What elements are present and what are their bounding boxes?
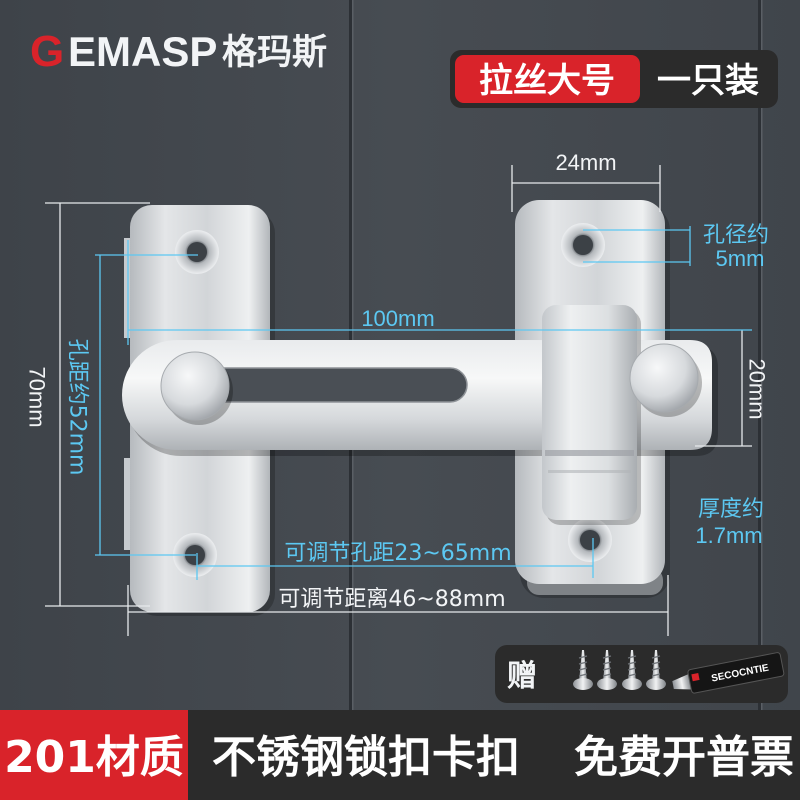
badge-red-segment [455,55,640,103]
plate-width-label: 24mm [555,150,616,175]
screw-icon [573,650,593,690]
footer-red-block [0,710,188,800]
gift-label: 赠 [507,659,537,694]
catch-block [542,305,641,525]
door-seam [758,0,761,710]
hole-diameter-label: 5mm [716,246,765,271]
right-knob [629,343,699,413]
footer-invoice: 免费开普票 [574,732,794,783]
tube-nozzle [672,673,693,690]
catch-crease [545,450,634,456]
screw-icon [622,650,642,690]
screw-icon [597,650,617,690]
screw-hole [561,223,605,267]
screw-icon [646,650,666,690]
tube-body [687,652,785,694]
thickness-label: 1.7mm [695,523,762,548]
badge-variant: 拉丝大号 [479,61,615,101]
hole-diameter-caption: 孔径约 [703,223,769,248]
plate-height-label: 70mm [25,366,50,427]
logo-latin: EMASP [68,28,217,75]
screw-hole [568,518,612,562]
hole-spacing-label: 孔距约52mm [65,339,90,476]
variant-badge: 拉丝大号 一只装 [450,50,778,108]
total-length-label: 100mm [361,306,434,331]
catch-body [542,305,637,520]
footer-material: 201材质 [4,732,184,783]
adjustable-hole-spacing-label: 可调节孔距23~65mm [284,541,511,566]
dimension-lines [45,165,752,636]
catch-crease [548,470,631,473]
bar-width-label: 20mm [745,358,770,419]
adjustable-distance-label: 可调节距离46~88mm [278,587,505,612]
plate-edge [124,458,133,550]
door-seam-highlight [761,0,763,710]
left-knob [160,351,230,421]
gift-box: 赠 SECOCNTIE [495,645,788,703]
footer-banner: 201材质 不锈钢锁扣卡扣 免费开普票 [0,710,800,800]
badge-quantity: 一只装 [657,61,759,101]
glue-tube-icon: SECOCNTIE [672,652,785,694]
thickness-caption: 厚度约 [698,497,764,522]
tube-logo [691,673,700,682]
screw-hole [175,230,219,274]
logo-chinese: 格玛斯 [222,33,327,73]
footer-product: 不锈钢锁扣卡扣 [212,732,520,783]
brand-logo: G EMASP 格玛斯 [30,27,327,76]
bar-slot [204,367,468,403]
logo-mark: G [30,27,64,76]
